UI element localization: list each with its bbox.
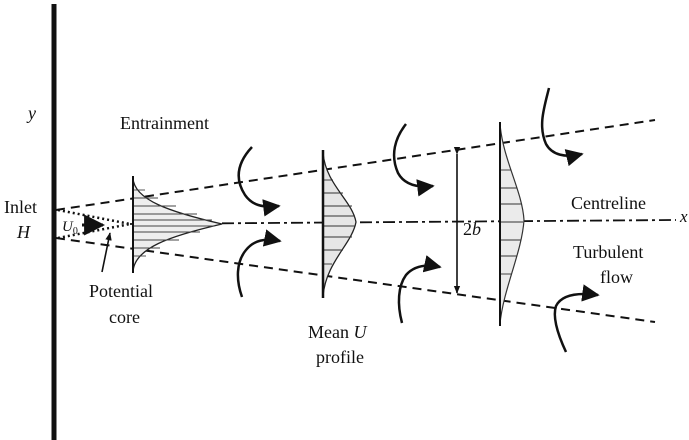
mean-profile-label-line1: Mean U	[308, 322, 367, 342]
entrainment-arrow-lower-1	[236, 229, 282, 298]
entrainment-arrow-upper-1	[237, 146, 281, 217]
entrainment-arrow-upper-3	[540, 87, 584, 167]
mean-profile-label-line2: profile	[316, 347, 364, 367]
upper-jet-boundary	[55, 119, 656, 211]
potential-core-label-line1: Potential	[89, 281, 153, 301]
inlet-velocity-label: U0	[62, 219, 78, 237]
y-axis-label: y	[26, 103, 36, 123]
lower-jet-boundary	[55, 237, 656, 323]
turbulent-flow-label-line1: Turbulent	[573, 242, 643, 262]
centreline	[129, 219, 677, 225]
inlet-label: Inlet	[4, 197, 37, 217]
velocity-profile-2	[321, 150, 357, 298]
turbulent-flow-label-line2: flow	[600, 267, 633, 287]
velocity-profile-1	[132, 176, 223, 273]
jet-width-label: 2b	[463, 219, 481, 239]
inlet-height-label: H	[16, 222, 31, 242]
entrainment-arrow-lower-3	[553, 284, 600, 353]
x-axis-label: x	[679, 207, 688, 226]
potential-core-label-line2: core	[109, 307, 140, 327]
entrainment-arrow-upper-2	[392, 123, 435, 197]
potential-core-pointer	[101, 232, 112, 273]
centreline-label: Centreline	[571, 193, 646, 213]
velocity-profile-3	[499, 122, 525, 326]
entrainment-label: Entrainment	[120, 113, 209, 133]
entrainment-arrow-lower-2	[397, 255, 442, 324]
